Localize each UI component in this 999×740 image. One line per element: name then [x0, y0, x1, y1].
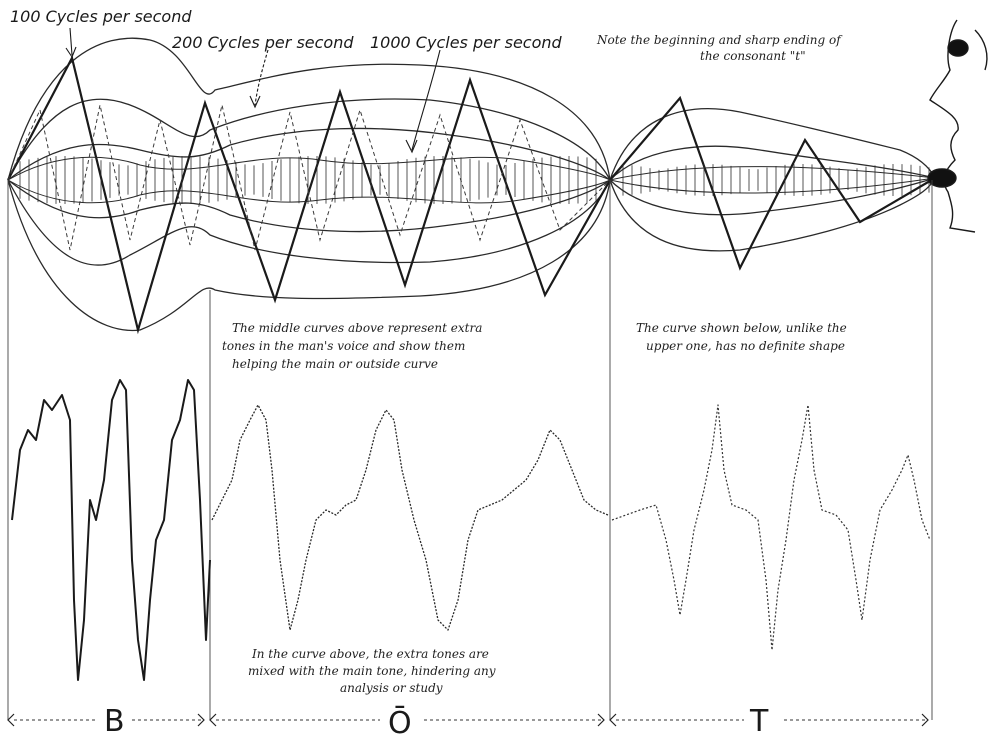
svg-text:upper one, has no definite sha: upper one, has no definite shape [646, 339, 845, 353]
middle-caption: The middle curves above represent extra … [222, 321, 482, 371]
section-letter-t: T [749, 704, 769, 739]
section-arrowheads [7, 713, 929, 727]
consonant-note-line1: Note the beginning and sharp ending of [596, 33, 843, 47]
label-pointers [65, 27, 441, 154]
high-tone-hatch [7, 156, 936, 204]
svg-text:The curve shown below, unlike: The curve shown below, unlike the [636, 321, 847, 335]
svg-text:In the curve above, the extra: In the curve above, the extra tones are [251, 647, 489, 661]
hatch-ticks [19, 156, 930, 204]
consonant-note-line2: the consonant "t" [700, 49, 806, 63]
section-letter-b: B [104, 704, 125, 739]
section-letter-o: Ō [388, 705, 412, 740]
voice-waveform [11, 379, 211, 681]
label-200-cycles: 200 Cycles per second [172, 33, 354, 52]
overtone-dashed [7, 104, 611, 251]
svg-text:helping the main or outside cu: helping the main or outside curve [232, 357, 438, 371]
svg-text:analysis or study: analysis or study [340, 681, 443, 695]
svg-text:tones in the man's voice and s: tones in the man's voice and show them [222, 339, 465, 353]
section-dividers [7, 180, 933, 720]
bottom-caption: In the curve above, the extra tones are … [248, 647, 496, 695]
envelope-curves [7, 37, 936, 332]
label-100-cycles: 100 Cycles per second [10, 7, 192, 26]
right-caption: The curve shown below, unlike the upper … [636, 321, 847, 353]
svg-text:The middle curves above repres: The middle curves above represent extra [232, 321, 482, 335]
speaker-face-icon [927, 19, 988, 233]
svg-text:mixed with the main tone, hind: mixed with the main tone, hindering any [248, 664, 496, 678]
main-tone-zigzag [7, 54, 936, 335]
label-1000-cycles: 1000 Cycles per second [370, 33, 563, 52]
voice-waveform-o [211, 404, 609, 631]
voice-waveform-t [611, 404, 931, 651]
